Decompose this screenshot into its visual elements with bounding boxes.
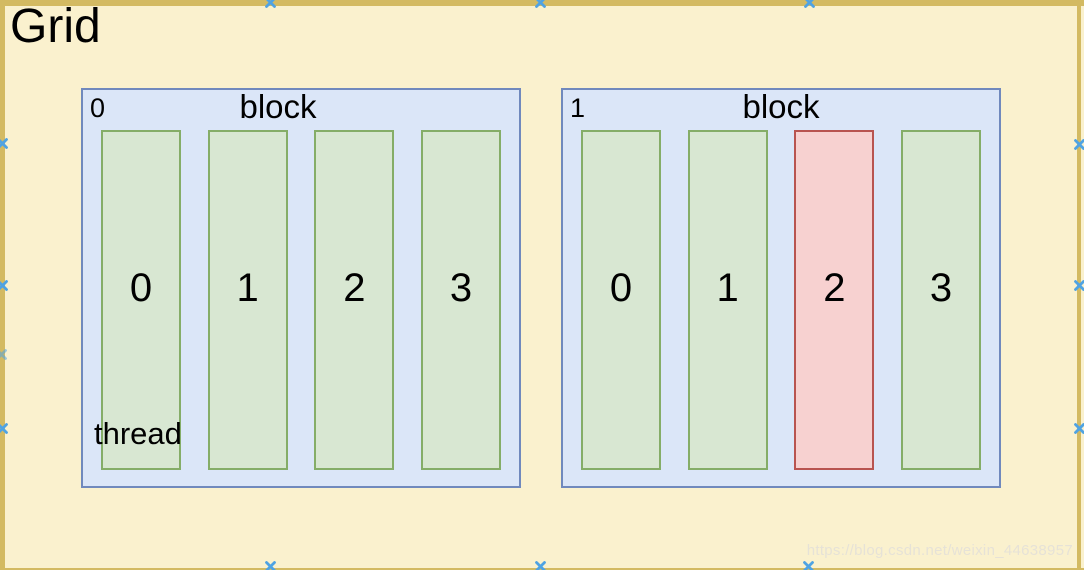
block-0-thread-2[interactable]: 2 [314,130,395,470]
thread-index-label: 3 [449,266,473,310]
thread-index-label: 0 [129,266,153,310]
block-1-index-label: 1 [570,93,586,123]
connection-point-icon[interactable] [802,560,815,570]
connection-point-icon[interactable] [534,0,547,9]
connection-point-icon[interactable] [0,137,9,150]
block-0-thread-1[interactable]: 1 [207,130,288,470]
block-0-thread-3[interactable]: 3 [420,130,501,470]
block-0-thread-0[interactable]: 0 [101,130,181,470]
block-0-shape[interactable]: 0 block 0 1 2 3 thread [81,88,521,488]
page-border-left [0,6,5,570]
block-1-shape[interactable]: 1 block 0 1 2 3 [561,88,1001,488]
thread-index-label: 1 [716,266,739,310]
connection-point-icon[interactable] [264,560,277,570]
connection-point-icon[interactable] [1073,422,1084,435]
connection-point-icon[interactable] [803,0,816,9]
block-1-thread-1[interactable]: 1 [687,130,768,470]
thread-index-label: 2 [343,266,366,310]
block-1-thread-0[interactable]: 0 [581,130,661,470]
thread-index-label: 3 [929,266,953,310]
connection-point-icon[interactable] [1073,279,1084,292]
connection-point-icon[interactable] [534,560,547,570]
block-1-thread-row: 0 1 2 3 [581,130,981,470]
thread-index-label: 0 [609,266,633,310]
connection-point-icon[interactable] [264,0,277,9]
connection-point-icon[interactable] [1073,138,1084,151]
csdn-watermark: https://blog.csdn.net/weixin_44638957 [806,542,1073,559]
grid-title: Grid [10,0,101,53]
thread-index-label: 1 [236,266,259,310]
block-1-title-label: block [742,88,820,125]
thread-index-label: 2 [823,266,846,310]
block-1-thread-2[interactable]: 2 [794,130,875,470]
page-border-right [1077,6,1081,570]
block-0-index-label: 0 [90,93,106,123]
block-0-thread-row: 0 1 2 3 [101,130,501,470]
block-1-thread-3[interactable]: 3 [900,130,981,470]
connection-point-icon[interactable] [0,348,8,361]
thread-caption-label: thread [94,416,182,451]
connection-point-icon[interactable] [0,422,9,435]
connection-point-icon[interactable] [0,279,9,292]
block-0-title-label: block [239,88,317,125]
